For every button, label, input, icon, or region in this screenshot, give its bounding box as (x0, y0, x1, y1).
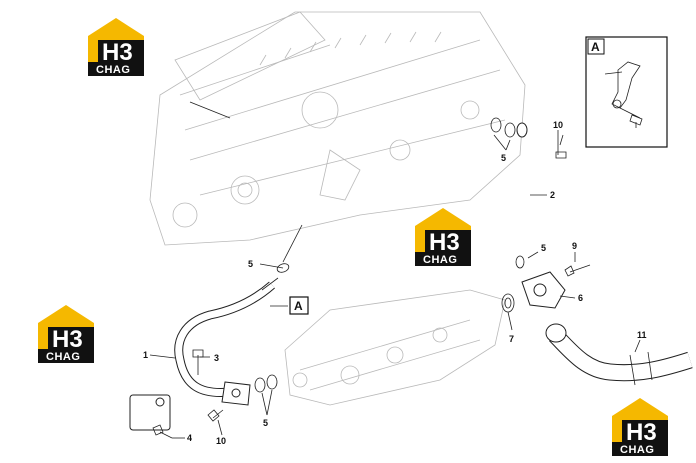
o-rings (254, 117, 525, 393)
logo-text: CHAG (620, 444, 654, 456)
leader-lines (149, 101, 641, 439)
logo-text: CHAG (46, 351, 80, 363)
inset-a: A (585, 36, 668, 148)
callout-5-top: 5 (501, 153, 506, 163)
logo-text: CHAG (96, 64, 130, 76)
watermark-logo: H3 CHAG (38, 305, 94, 363)
pipe-2 (496, 122, 542, 264)
callout-4-lower: 4 (187, 433, 192, 443)
callout-7: 7 (509, 334, 514, 344)
callout-3: 3 (214, 353, 219, 363)
view-marker-a: A (289, 296, 309, 315)
callout-labels: 1 2 3 4 4 5 5 5 5 6 7 8 9 10 10 11 (143, 68, 647, 446)
engine-lower-housing (284, 289, 506, 406)
logo-mark: H3 (429, 229, 460, 256)
logo-text: CHAG (423, 254, 457, 266)
watermark-logo: H3 CHAG (415, 208, 471, 266)
inset-letter: A (591, 40, 600, 54)
hose-11 (545, 323, 693, 386)
logo-mark: H3 (102, 39, 133, 66)
callout-9: 9 (572, 241, 577, 251)
callout-5-mid-right: 5 (541, 243, 546, 253)
callout-6: 6 (578, 293, 583, 303)
connector-6 (521, 271, 566, 309)
watermark-logo: H3 CHAG (88, 18, 144, 76)
pipe-1 (174, 277, 279, 398)
watermark-logo: H3 CHAG (612, 398, 668, 456)
callout-2: 2 (550, 190, 555, 200)
engine-cylinder-head (149, 11, 526, 246)
callout-10-bottom: 10 (216, 436, 226, 446)
callout-5-bottom: 5 (263, 418, 268, 428)
callout-10-top: 10 (553, 120, 563, 130)
flange-lower-left (129, 381, 251, 431)
callout-5-mid-left: 5 (248, 259, 253, 269)
view-marker-letter: A (294, 299, 303, 313)
callout-11: 11 (637, 330, 647, 340)
logo-mark: H3 (52, 326, 83, 353)
callout-1: 1 (143, 350, 148, 360)
logo-mark: H3 (626, 419, 657, 446)
